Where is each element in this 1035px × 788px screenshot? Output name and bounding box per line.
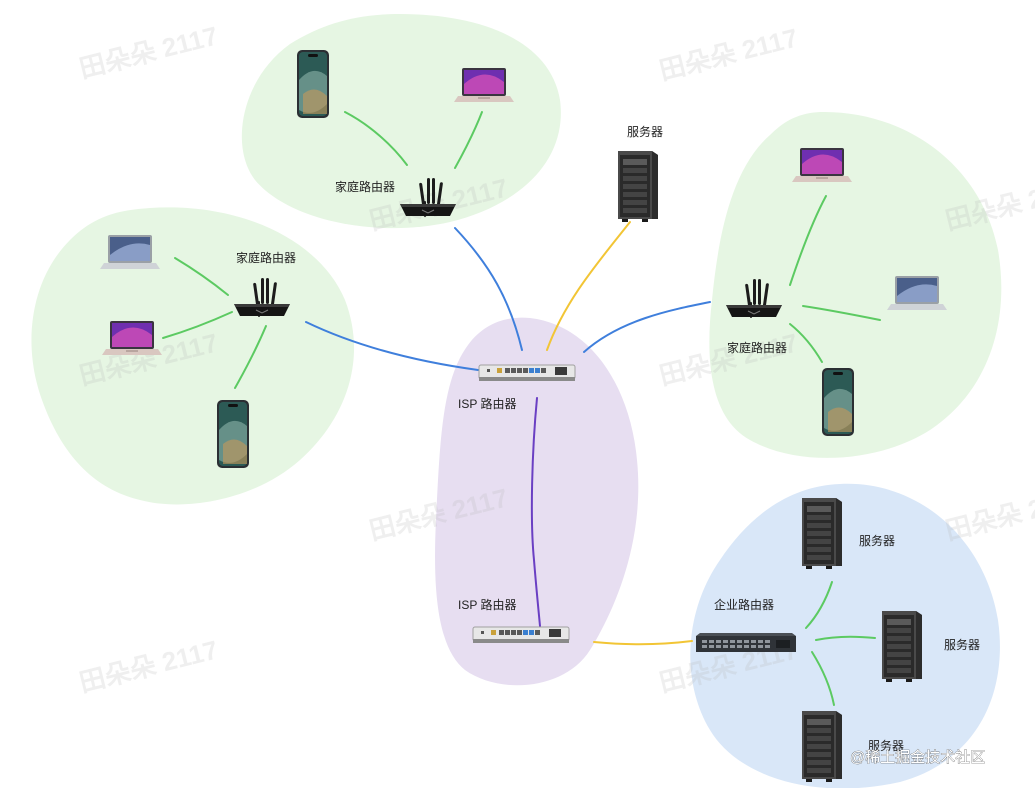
home-zone-right [709, 111, 1002, 458]
isp-router-upper-label: ISP 路由器 [458, 396, 516, 411]
link-phone-left-router [234, 325, 267, 389]
link-enterprise-server1 [805, 581, 833, 629]
link-top-router-isp [454, 227, 523, 351]
enterprise-router-label: 企业路由器 [714, 597, 774, 612]
link-enterprise-server2 [815, 635, 876, 641]
link-phone-top-router [344, 111, 408, 166]
server-top-label: 服务器 [627, 124, 663, 139]
laptop-icon [887, 276, 947, 310]
phone-icon [297, 50, 329, 118]
watermark-text: 田朵朵 2117 [656, 22, 801, 85]
laptop-icon [792, 148, 852, 182]
watermark-text: 田朵朵 2117 [76, 20, 221, 83]
link-server-isp [546, 221, 631, 351]
home-router-right-label: 家庭路由器 [727, 340, 787, 355]
home-zone-left [31, 207, 355, 505]
watermark-text: 田朵朵 2117 [76, 634, 221, 697]
laptop-icon [100, 235, 160, 269]
home-zone-top [241, 14, 561, 229]
link-isp-backbone [530, 397, 541, 627]
enterprise-switch-icon [696, 633, 796, 652]
link-phone-right-router [789, 323, 823, 363]
link-laptop-left1-router [174, 257, 229, 296]
link-laptop-top-router [454, 111, 483, 169]
link-enterprise-server3 [811, 651, 835, 706]
link-left-router-isp [305, 321, 479, 371]
server-ent-2-label: 服务器 [944, 637, 980, 652]
home-router-top-label: 家庭路由器 [335, 179, 395, 194]
laptop-icon [102, 321, 162, 355]
isp-router-icon [472, 626, 570, 644]
link-laptop-right2-router [802, 305, 881, 321]
phone-icon [822, 368, 854, 436]
link-right-router-isp [583, 301, 711, 353]
credit-text: @稀土掘金技术社区 [850, 749, 985, 766]
laptop-icon [454, 68, 514, 102]
link-laptop-left2-router [162, 311, 233, 339]
server-ent-3-label: 服务器 [868, 738, 904, 753]
isp-router-lower-label: ISP 路由器 [458, 597, 516, 612]
watermark-text: 田朵朵 2117 [942, 482, 1035, 545]
link-isp-enterprise [593, 640, 693, 646]
server-icon [618, 151, 658, 222]
server-icon [802, 711, 842, 782]
link-laptop-right1-router [789, 195, 827, 286]
isp-router-icon [478, 364, 576, 382]
server-ent-1-label: 服务器 [859, 533, 895, 548]
home-router-left-label: 家庭路由器 [236, 250, 296, 265]
isp-zone [435, 317, 639, 686]
server-icon [802, 498, 842, 569]
phone-icon [217, 400, 249, 468]
server-icon [882, 611, 922, 682]
